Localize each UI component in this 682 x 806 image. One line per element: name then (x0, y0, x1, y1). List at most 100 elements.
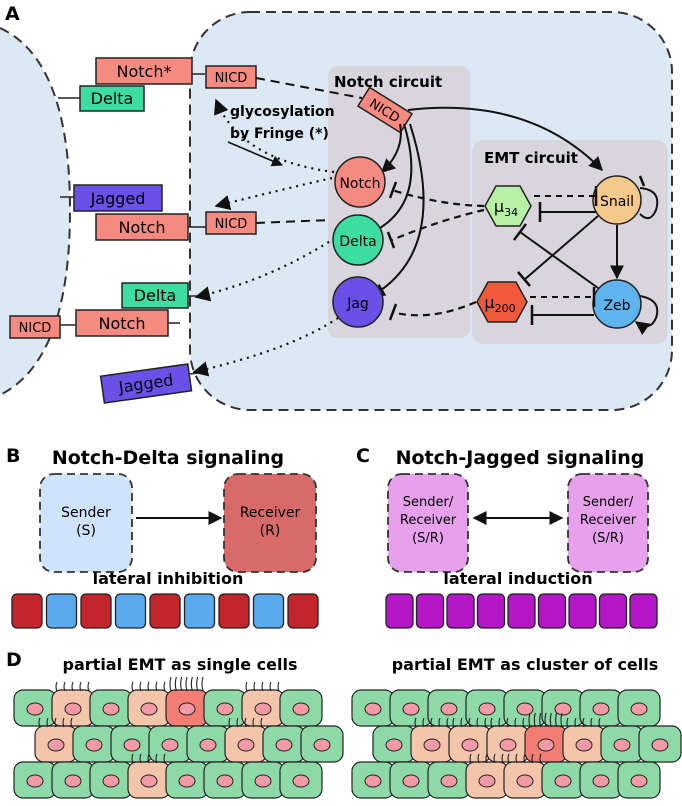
nucleus (102, 774, 120, 788)
cell-protrusion (228, 717, 263, 728)
nucleus (423, 738, 441, 752)
induction-cell (507, 593, 536, 629)
nucleus (216, 702, 234, 716)
notch-node (334, 156, 386, 208)
nucleus (592, 774, 610, 788)
nucleus (102, 702, 120, 716)
mu200-symbol: μ (484, 293, 494, 312)
nucleus (161, 738, 179, 752)
mu200-label: μ200 (484, 293, 515, 315)
nucleus (178, 702, 196, 716)
nucleus (64, 702, 82, 716)
by-fringe-label: by Fringe (*) (230, 126, 329, 142)
lateral-inhibition-caption: lateral inhibition (93, 569, 244, 588)
snail-node (592, 175, 642, 225)
induction-cell (385, 593, 414, 629)
nucleus (516, 702, 534, 716)
sr-left-line2: Receiver (400, 513, 457, 528)
nucleus (85, 738, 103, 752)
nucleus (64, 774, 82, 788)
jagged-mid-label: Jagged (90, 189, 146, 208)
panel-b-title: Notch-Delta signaling (52, 447, 284, 469)
nucleus (140, 702, 158, 716)
nucleus (402, 702, 420, 716)
nucleus (478, 702, 496, 716)
panel-c-letter: C (356, 445, 370, 467)
glycosylation-label: glycosylation (230, 104, 335, 120)
panel-d: D partial EMT as single cells partial EM… (6, 649, 682, 799)
nicd-mid-label: NICD (215, 217, 248, 232)
inhibition-cell (287, 593, 319, 629)
induction-cell (598, 593, 628, 629)
sr-left-line3: (S/R) (412, 531, 444, 546)
emt-circuit-title: EMT circuit (484, 149, 578, 167)
cell-protrusion (566, 717, 601, 728)
inhibition-cell (149, 593, 181, 629)
nucleus (254, 702, 272, 716)
cell-protrusion (169, 676, 204, 692)
cell-protrusion (55, 681, 90, 692)
nucleus (140, 774, 158, 788)
lateral-induction-caption: lateral induction (443, 569, 592, 588)
nucleus (575, 738, 593, 752)
panel-b-letter: B (6, 445, 20, 467)
nucleus (26, 774, 44, 788)
induction-cell (415, 593, 445, 629)
mu34-subscript: 34 (504, 206, 518, 219)
nucleus (364, 702, 382, 716)
panel-a-letter: A (5, 3, 20, 25)
panel-b: B Notch-Delta signaling Sender (S) Recei… (6, 445, 319, 629)
cell-protrusion (507, 753, 542, 764)
receiver-line1: Receiver (240, 505, 301, 521)
notch-star-label: Notch* (117, 62, 172, 81)
panel-d-left-title: partial EMT as single cells (63, 655, 298, 674)
inhibition-cell (218, 593, 250, 629)
notch-circuit-box (328, 66, 470, 338)
single-cell-emt-tissue (13, 676, 344, 799)
nucleus (499, 738, 517, 752)
cluster-emt-tissue (351, 689, 682, 799)
nucleus (630, 702, 648, 716)
nicd-top-label: NICD (215, 71, 248, 86)
sr-right-line3: (S/R) (592, 531, 624, 546)
sender-line1: Sender (61, 505, 111, 521)
inhibition-cell (45, 593, 78, 629)
nicd-circuit (356, 86, 414, 134)
receiver-line2: (R) (260, 523, 281, 539)
nucleus (237, 738, 255, 752)
delta-ligand-low (121, 282, 189, 309)
panel-c-title: Notch-Jagged signaling (396, 447, 645, 469)
nucleus (178, 774, 196, 788)
mu200-node (476, 281, 528, 323)
sender-cell (39, 473, 133, 573)
nucleus (440, 774, 458, 788)
nucleus (440, 702, 458, 716)
panel-d-right-title: partial EMT as cluster of cells (392, 655, 659, 674)
delta-top-label: Delta (91, 89, 134, 108)
cell-protrusion (131, 681, 166, 692)
sender-receiver-cell-right (567, 473, 649, 573)
induction-cell (629, 593, 658, 629)
receiver-cell (223, 473, 317, 573)
zeb-node-label: Zeb (603, 298, 630, 314)
jag-node-label: Jag (346, 296, 369, 312)
nucleus (313, 738, 331, 752)
notch-receptor-mid (95, 213, 189, 241)
nucleus (47, 738, 65, 752)
delta-low-label: Delta (134, 286, 177, 305)
sr-left-line1: Sender/ (403, 495, 454, 510)
nicd-left (9, 315, 61, 339)
inhibition-cell (11, 593, 43, 629)
inhibition-cell (80, 593, 112, 629)
left-cell (0, 27, 72, 396)
nicd-left-label: NICD (19, 321, 52, 336)
panel-a: A Notch circuit EMT circuit Notch* Delta… (0, 3, 673, 411)
nucleus (402, 774, 420, 788)
nucleus (516, 774, 534, 788)
nucleus (613, 738, 631, 752)
nucleus (554, 702, 572, 716)
nucleus (26, 702, 44, 716)
nucleus (292, 774, 310, 788)
panel-d-letter: D (6, 649, 22, 671)
cell-protrusion (38, 717, 73, 728)
